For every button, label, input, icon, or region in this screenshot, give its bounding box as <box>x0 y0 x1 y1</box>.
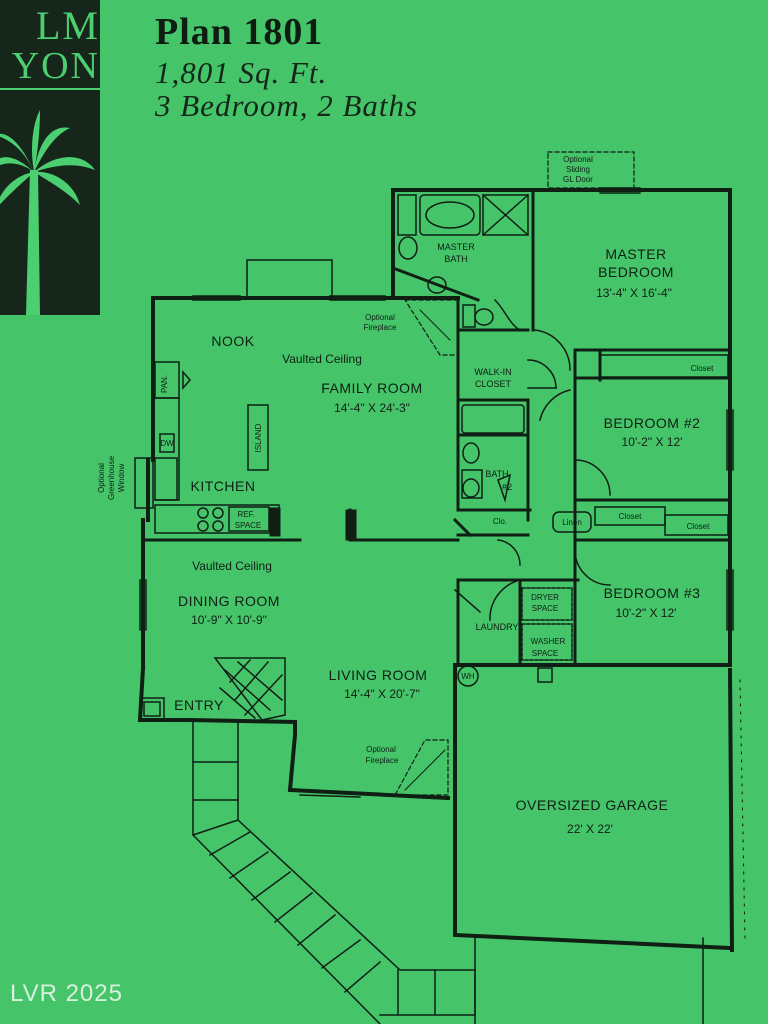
fireplace-hatch <box>419 309 451 341</box>
label-dining-room: DINING ROOM <box>178 593 280 609</box>
label-clo: Clo. <box>493 517 507 526</box>
community-logo: LM YON <box>0 0 100 315</box>
label-master-bedroom-2: BEDROOM <box>598 264 674 280</box>
label-closet-b2: Closet <box>619 512 642 521</box>
label-garage: OVERSIZED GARAGE <box>516 797 669 813</box>
logo-text-bottom: YON <box>11 45 100 87</box>
label-garage-dim: 22' X 22' <box>567 822 613 836</box>
bedroom-bath-count: 3 Bedroom, 2 Baths <box>155 88 419 123</box>
label-sliding-door-2: Sliding <box>566 165 590 174</box>
optional-sliding-door <box>547 151 635 189</box>
label-master-bath-1: MASTER <box>437 242 475 252</box>
master-bath-fixtures <box>397 193 530 332</box>
pantry-door <box>182 370 191 390</box>
family-wall-stub <box>345 509 357 541</box>
front-walkway <box>192 721 476 1024</box>
label-greenhouse-1: Optional <box>97 463 106 493</box>
logo-text-top: LM <box>36 3 100 48</box>
label-island: ISLAND <box>254 423 263 452</box>
plan-title: Plan 1801 <box>155 11 324 53</box>
label-master-bedroom-1: MASTER <box>605 246 666 262</box>
label-bedroom3: BEDROOM #3 <box>604 585 701 601</box>
label-washer-2: SPACE <box>532 649 559 658</box>
label-dining-room-dim: 10'-9" X 10'-9" <box>191 613 267 627</box>
label-ref-space-1: REF. <box>237 510 254 519</box>
family-room-bumpout <box>246 259 333 299</box>
label-fireplace-living-2: Fireplace <box>366 756 399 765</box>
label-vaulted-family: Vaulted Ceiling <box>282 352 362 366</box>
label-family-room-dim: 14'-4" X 24'-3" <box>334 401 410 415</box>
optional-fireplace-family <box>403 299 459 356</box>
interior-walls <box>141 188 732 667</box>
label-pantry: PAN. <box>160 375 169 393</box>
label-fireplace-family-2: Fireplace <box>364 323 397 332</box>
bedroom-closets <box>552 354 729 536</box>
label-master-bedroom-dim: 13'-4" X 16'-4" <box>596 286 672 300</box>
label-walk-in-closet-1: WALK-IN <box>474 367 511 377</box>
door-swings <box>453 329 611 621</box>
label-dryer-2: SPACE <box>532 604 559 613</box>
label-master-bath-2: BATH <box>444 254 467 264</box>
label-greenhouse-3: Window <box>117 464 126 493</box>
bath2-fixtures <box>461 404 525 503</box>
driveway <box>474 934 704 1024</box>
label-living-room-dim: 14'-4" X 20'-7" <box>344 687 420 701</box>
label-sliding-door-1: Optional <box>563 155 593 164</box>
label-fireplace-living-1: Optional <box>366 745 396 754</box>
exterior-walls <box>137 188 735 953</box>
label-bedroom3-dim: 10'-2" X 12' <box>616 606 677 620</box>
label-sliding-door-3: GL Door <box>563 175 593 184</box>
optional-greenhouse-window <box>134 457 154 509</box>
square-footage: 1,801 Sq. Ft. <box>155 55 328 90</box>
garage-side-marks <box>739 679 746 941</box>
label-fireplace-family-1: Optional <box>365 313 395 322</box>
listing-watermark: LVR 2025 <box>10 980 123 1007</box>
label-walk-in-closet-2: CLOSET <box>475 379 512 389</box>
label-bath2-2: #2 <box>502 482 512 492</box>
label-dishwasher: DW <box>160 439 174 448</box>
label-dryer-1: DRYER <box>531 593 559 602</box>
label-closet-b3: Closet <box>687 522 710 531</box>
logo-rule <box>0 88 100 90</box>
label-bedroom2: BEDROOM #2 <box>604 415 701 431</box>
label-vaulted-dining: Vaulted Ceiling <box>192 559 272 573</box>
palm-tree-icon <box>0 110 95 315</box>
label-bedroom2-dim: 10'-2" X 12' <box>622 435 683 449</box>
label-linen: Linen <box>562 518 582 527</box>
label-living-room: LIVING ROOM <box>329 667 428 683</box>
label-closet-top: Closet <box>691 364 714 373</box>
label-washer-1: WASHER <box>531 637 566 646</box>
label-kitchen: KITCHEN <box>191 478 256 494</box>
label-bath2-1: BATH <box>485 469 508 479</box>
laundry-fixtures <box>457 587 573 687</box>
label-family-room: FAMILY ROOM <box>321 380 422 396</box>
label-nook: NOOK <box>211 333 254 349</box>
kitchen-wall-stub <box>269 507 281 537</box>
optional-fireplace-living <box>393 739 449 796</box>
label-laundry: LAUNDRY <box>476 622 519 632</box>
fireplace-hatch-living <box>404 749 446 791</box>
entry-tile-grid <box>139 657 286 721</box>
label-greenhouse-2: Greenhouse <box>107 455 116 500</box>
label-water-heater: WH <box>461 672 475 681</box>
label-ref-space-2: SPACE <box>235 521 262 530</box>
label-entry: ENTRY <box>174 697 224 713</box>
